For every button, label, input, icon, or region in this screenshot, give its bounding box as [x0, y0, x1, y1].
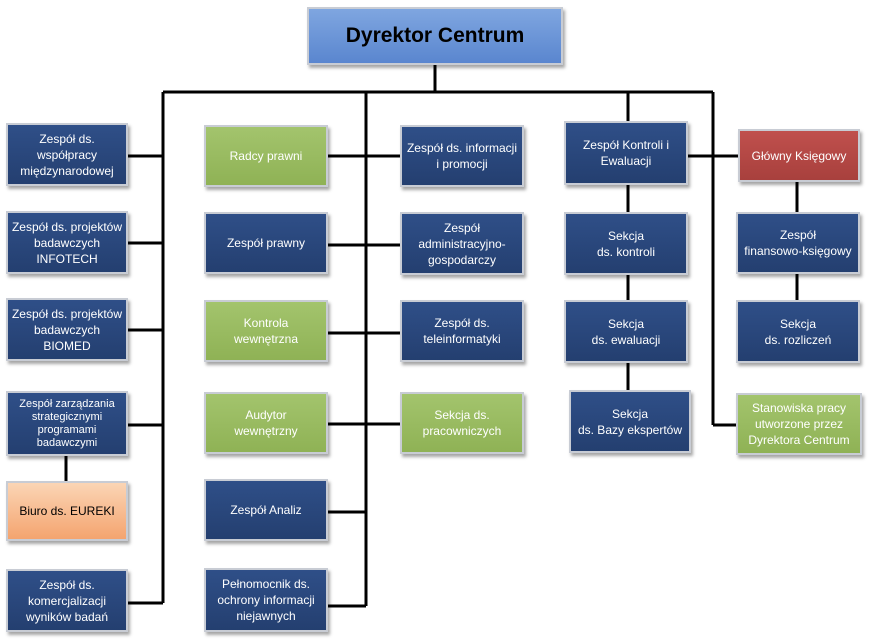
internal-auditor-box: Audytor wewnętrzny [204, 392, 328, 454]
hr-section-box: Sekcja ds. pracowniczych [400, 392, 524, 454]
chief-accountant-box: Główny Księgowy [738, 129, 860, 182]
experts-base-box: Sekcja ds. Bazy ekspertów [569, 390, 691, 453]
analysis-team-box: Zespół Analiz [204, 479, 328, 541]
legal-counsel-box: Radcy prawni [204, 125, 328, 187]
director-positions-box: Stanowiska pracy utworzone przez Dyrekto… [736, 393, 862, 455]
director-box: Dyrektor Centrum [307, 7, 563, 65]
admin-economic-box: Zespół administracyjno- gospodarczy [400, 212, 524, 275]
info-promotion-box: Zespół ds. informacji i promocji [400, 125, 524, 187]
intl-cooperation-box: Zespół ds. współpracy międzynarodowej [6, 123, 128, 186]
commercialization-box: Zespół ds. komercjalizacji wyników badań [6, 569, 128, 632]
eureka-office-box: Biuro ds. EUREKI [6, 481, 128, 541]
strategic-programs-box: Zespół zarządzania strategicznymi progra… [6, 391, 128, 456]
finance-accounting-box: Zespół finansowo-księgowy [736, 212, 860, 274]
control-evaluation-box: Zespół Kontroli i Ewaluacji [564, 121, 688, 185]
infotech-box: Zespół ds. projektów badawczych INFOTECH [6, 211, 128, 274]
teleinformatics-box: Zespół ds. teleinformatyki [400, 300, 524, 362]
classified-info-box: Pełnomocnik ds. ochrony informacji nieja… [204, 568, 328, 632]
evaluation-section-box: Sekcja ds. ewaluacji [564, 300, 688, 363]
control-section-box: Sekcja ds. kontroli [564, 212, 688, 275]
biomed-box: Zespół ds. projektów badawczych BIOMED [6, 298, 128, 361]
settlements-section-box: Sekcja ds. rozliczeń [736, 300, 860, 363]
legal-team-box: Zespół prawny [204, 212, 328, 274]
internal-control-box: Kontrola wewnętrzna [204, 300, 328, 362]
